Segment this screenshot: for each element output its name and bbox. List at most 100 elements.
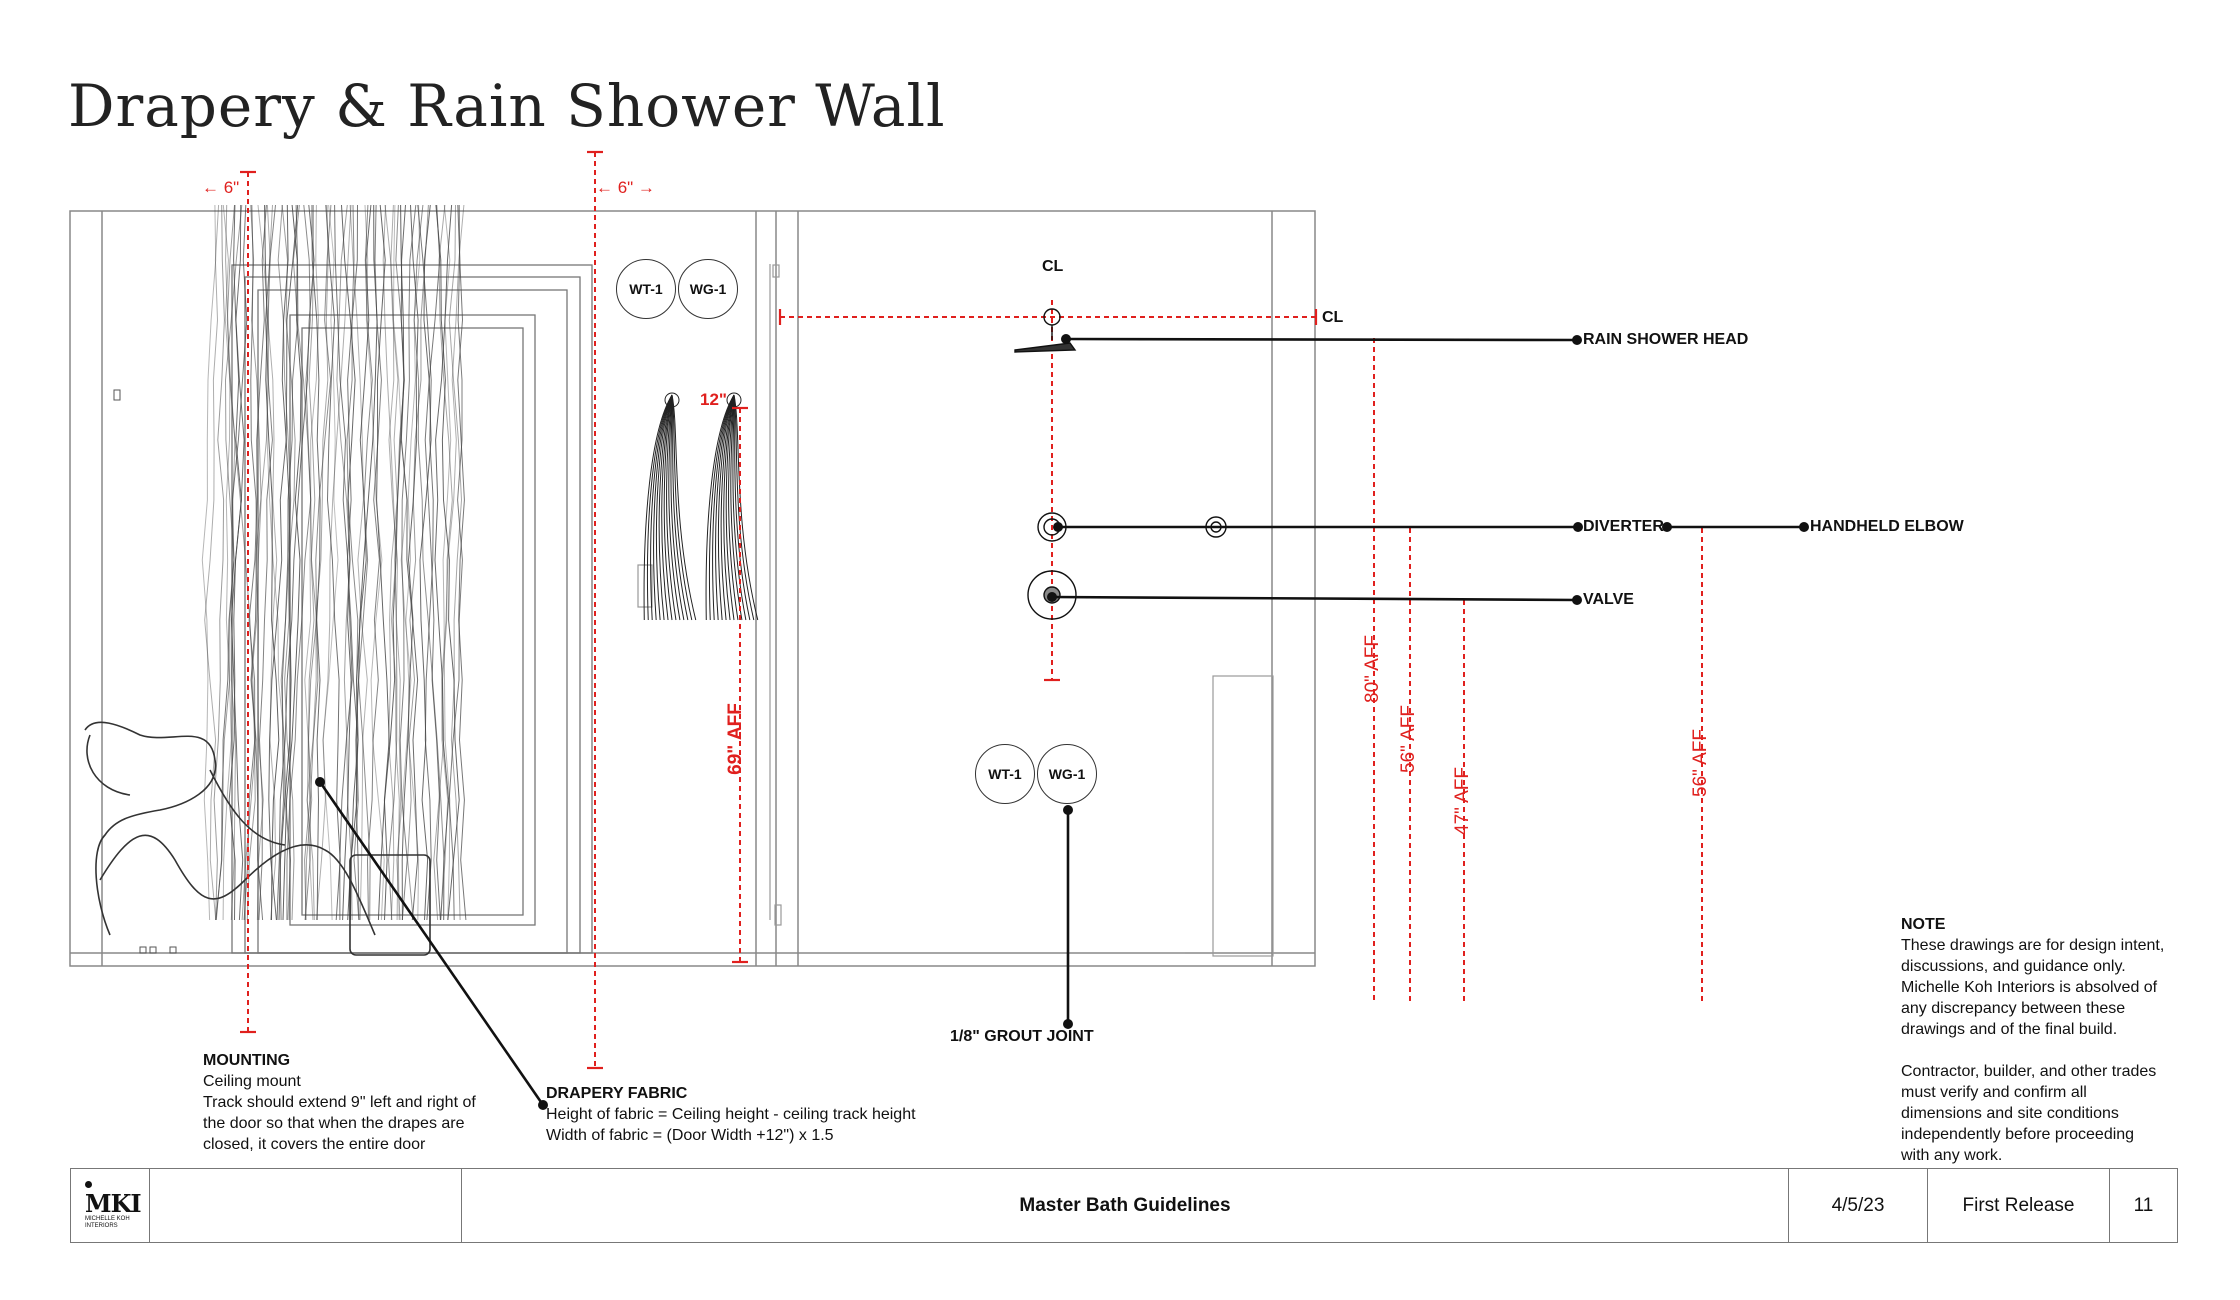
towel-strand (653, 394, 673, 621)
drapery-strand (266, 204, 278, 921)
title-block: MKI MICHELLE KOH INTERIORS Master Bath G… (70, 1168, 2178, 1243)
general-note: NOTE These drawings are for design inten… (1901, 914, 2164, 1166)
drapery-strand (400, 204, 419, 921)
towel-strand (671, 394, 693, 621)
mounting-note: MOUNTING Ceiling mount Track should exte… (203, 1050, 476, 1155)
drapery-strand (204, 204, 220, 921)
mki-logo: MKI MICHELLE KOH INTERIORS (71, 1169, 150, 1242)
dim-6in-left: ← 6" (202, 178, 240, 197)
towel-strand (705, 394, 735, 621)
tag-wt1-lower: WT-1 (975, 744, 1035, 804)
logo-sub: INTERIORS (85, 1223, 118, 1229)
drapery-strand (292, 204, 318, 921)
chair-sketch (84, 721, 431, 956)
tag-wg1-upper: WG-1 (678, 259, 738, 319)
towel-strand (670, 394, 685, 621)
drapery-strand (213, 204, 225, 921)
note-line (1901, 1040, 2164, 1061)
page-title: Drapery & Rain Shower Wall (68, 72, 946, 140)
drapery-strand (258, 204, 276, 921)
drapery-strand (349, 204, 372, 921)
drapery-strand (304, 205, 316, 921)
towel-strand (643, 394, 673, 621)
drapery-strand (413, 204, 445, 921)
towel-strand (658, 394, 673, 621)
drapery-strand (349, 204, 368, 921)
drapery-strand (264, 204, 280, 921)
drapery-strand (336, 204, 353, 921)
mounting-line: the door so that when the drapes are (203, 1115, 465, 1132)
mounting-line: closed, it covers the entire door (203, 1136, 426, 1153)
drapery-strand (366, 204, 382, 921)
title-block-blank (150, 1169, 462, 1242)
note-line: Michelle Koh Interiors is absolved of (1901, 979, 2158, 996)
drapery-strand (435, 204, 460, 921)
dimension-lines (247, 152, 1703, 1068)
drapery-strand (286, 204, 312, 921)
drapery-strand (457, 204, 467, 921)
note-heading: NOTE (1901, 916, 1946, 933)
sheet-title: Master Bath Guidelines (462, 1169, 1789, 1242)
drapery-strand (358, 204, 373, 921)
dim-69-aff: 69" AFF (724, 703, 746, 775)
note-line: independently before proceeding (1901, 1126, 2135, 1143)
note-line: These drawings are for design intent, (1901, 937, 2165, 954)
towel-strand (671, 394, 697, 621)
outlet-left (113, 389, 177, 954)
towel-strand (717, 394, 735, 621)
dim-56-aff-a: 56" AFF (1398, 705, 1419, 773)
leader-dots (315, 334, 1809, 1110)
drapery-strand (311, 204, 321, 921)
label-cl-right: CL (1322, 309, 1344, 326)
drapery-strand (243, 204, 267, 921)
drapery-strand (417, 204, 434, 921)
label-diverter: DIVERTER (1583, 518, 1664, 535)
drapery-strand (257, 204, 291, 921)
towel-hook (664, 392, 680, 408)
towel-strand (712, 394, 735, 621)
drapery-strand (392, 204, 412, 921)
label-valve: VALVE (1583, 591, 1634, 608)
drapery-strand (434, 204, 453, 921)
towel-strand (733, 394, 759, 621)
mounting-heading: MOUNTING (203, 1052, 291, 1069)
drapery-strand (268, 204, 299, 921)
drapery-strand (407, 204, 429, 921)
towel-strand (730, 394, 743, 621)
note-line: drawings and of the final build. (1901, 1021, 2118, 1038)
towel-strand (646, 394, 673, 621)
towel-strand (671, 394, 689, 621)
dim-80-aff: 80" AFF (1362, 635, 1383, 703)
drapery-strand (433, 204, 453, 921)
leader-lines (318, 337, 1804, 1106)
drapery-strand (424, 204, 441, 921)
towel-strand (728, 394, 739, 621)
drapery-strand (241, 204, 262, 921)
drapery-fabric-line: Width of fabric = (Door Width +12") x 1.… (546, 1127, 834, 1144)
mounting-line: Track should extend 9" left and right of (203, 1094, 476, 1111)
towel-strand (650, 394, 673, 621)
towel-strand (733, 394, 755, 621)
label-rain-shower-head: RAIN SHOWER HEAD (1583, 331, 1749, 348)
towel-strand (661, 394, 673, 621)
drapery-strand (304, 204, 320, 921)
drapery-strand (254, 204, 273, 921)
drapery-strand (439, 204, 465, 921)
drapery-strand (419, 204, 432, 921)
drapery-strand (377, 204, 405, 921)
fixtures (1014, 308, 1227, 620)
towel-strand (666, 394, 677, 621)
drapery (201, 204, 467, 921)
dim-6in-right: ← 6" → (596, 178, 655, 197)
drapery-strand (230, 204, 245, 921)
drapery-strand (325, 204, 341, 921)
drapery-strand (448, 204, 463, 921)
dimension-ticks (240, 150, 1318, 1070)
label-cl-top: CL (1042, 258, 1064, 275)
drapery-strand (282, 204, 302, 921)
note-line: with any work. (1901, 1147, 2003, 1164)
tag-wg1-lower: WG-1 (1037, 744, 1097, 804)
drapery-strand (364, 204, 385, 921)
dim-12in: 12" (700, 390, 727, 409)
drapery-strand (278, 204, 292, 921)
